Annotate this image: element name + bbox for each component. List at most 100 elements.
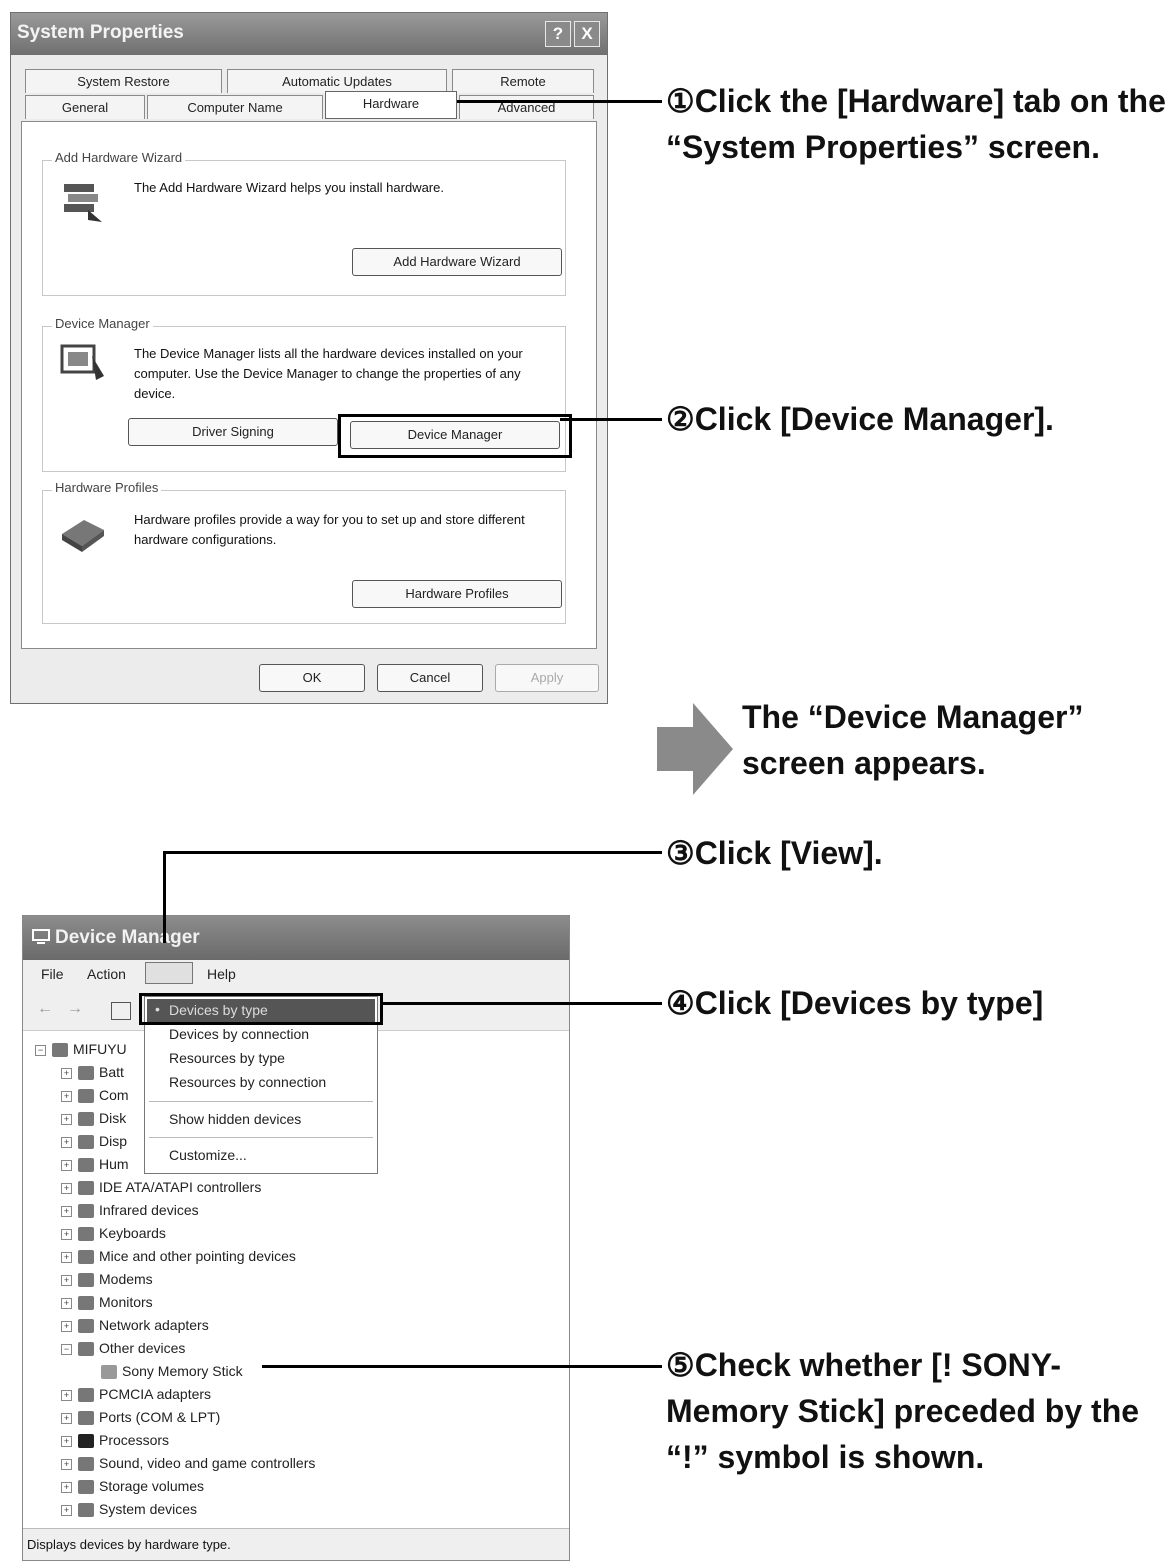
monitor-icon [78,1296,94,1311]
menu-bar [23,960,569,990]
tree-item-other-devices[interactable]: −Other devices [61,1337,315,1360]
question-device-icon [78,1342,94,1357]
tree-item[interactable]: +System devices [61,1498,315,1521]
callout-step1: ①Click the [Hardware] tab on the “System… [666,78,1176,170]
device-manager-group [42,326,566,472]
hardware-profiles-button[interactable]: Hardware Profiles [352,580,562,608]
callout-line-step4 [382,1002,662,1005]
hardware-tab-panel: Add Hardware Wizard The Add Hardware Wiz… [21,121,597,649]
tree-item[interactable]: +Storage volumes [61,1475,315,1498]
callout-step2: ②Click [Device Manager]. [666,401,1054,437]
status-bar: Displays devices by hardware type. [23,1528,569,1560]
view-menu: • Devices by type Devices by connection … [144,996,378,1174]
cancel-button[interactable]: Cancel [377,664,483,692]
infrared-icon [78,1204,94,1219]
device-manager-appears-text: The “Device Manager” screen appears. [742,699,1084,781]
view-menu-bullet-icon: • [155,1001,160,1017]
network-icon [78,1319,94,1334]
computer-icon [52,1043,68,1058]
port-icon [78,1411,94,1426]
add-hardware-description: The Add Hardware Wizard helps you instal… [134,180,444,195]
tree-item[interactable]: +Com [61,1084,315,1107]
forward-arrow-icon[interactable]: → [67,1000,83,1017]
tree-item[interactable]: +Hum [61,1153,315,1176]
help-button[interactable]: ? [545,21,571,47]
menu-customize[interactable]: Customize... [169,1147,247,1163]
menu-divider [149,1137,373,1138]
tab-advanced[interactable]: Advanced [459,95,594,119]
add-hardware-group [42,160,566,296]
callout-step4: ④Click [Devices by type] [666,985,1044,1021]
menu-devices-by-type[interactable]: Devices by type [169,1002,268,1018]
tree-item[interactable]: +Ports (COM & LPT) [61,1406,315,1429]
storage-icon [78,1480,94,1495]
ok-button[interactable]: OK [259,664,365,692]
sound-icon [78,1457,94,1472]
keyboard-icon [78,1227,94,1242]
tree-item[interactable]: +Infrared devices [61,1199,315,1222]
pcmcia-icon [78,1388,94,1403]
tree-item[interactable]: +Modems [61,1268,315,1291]
driver-signing-button[interactable]: Driver Signing [128,418,338,446]
menu-devices-by-connection[interactable]: Devices by connection [169,1026,310,1042]
callout-step3: ③Click [View]. [666,835,883,871]
tree-root[interactable]: −MIFUYU [35,1038,127,1061]
add-hardware-wizard-button[interactable]: Add Hardware Wizard [352,248,562,276]
tree-item[interactable]: +Batt [61,1061,315,1084]
hardware-profiles-description: Hardware profiles provide a way for you … [134,512,525,547]
computer-icon [32,929,50,944]
warning-device-icon [101,1365,117,1380]
tree-item[interactable]: +Disk [61,1107,315,1130]
device-manager-window: Device Manager File Action View Help ← →… [22,915,570,1561]
callout-line-step5 [262,1365,662,1368]
tree-item[interactable]: +Disp [61,1130,315,1153]
menu-resources-by-type[interactable]: Resources by type [169,1050,285,1066]
modem-icon [78,1273,94,1288]
properties-icon[interactable] [111,1002,131,1020]
title-bar: System Properties ? X [11,13,607,55]
hardware-profiles-icon [62,520,104,552]
window-title: Device Manager [55,927,200,948]
back-arrow-icon[interactable]: ← [37,1000,53,1017]
tree-item[interactable]: +Mice and other pointing devices [61,1245,315,1268]
tab-computer-name[interactable]: Computer Name [147,95,323,119]
tree-item[interactable]: +Keyboards [61,1222,315,1245]
apply-button[interactable]: Apply [495,664,599,692]
callout-line-step1 [430,100,662,103]
battery-icon [78,1066,94,1081]
tree-item[interactable]: +IDE ATA/ATAPI controllers [61,1176,315,1199]
tree-item[interactable]: +PCMCIA adapters [61,1383,315,1406]
window-title: System Properties [17,22,184,43]
mouse-icon [78,1250,94,1265]
menu-show-hidden-devices[interactable]: Show hidden devices [169,1111,302,1127]
tab-hardware[interactable]: Hardware [325,91,457,119]
callout-step1-text: ①Click the [Hardware] tab on the “System… [666,83,1166,165]
tree-item[interactable]: +Processors [61,1429,315,1452]
tab-automatic-updates[interactable]: Automatic Updates [227,69,447,93]
hid-icon [78,1158,94,1173]
menu-resources-by-connection[interactable]: Resources by connection [169,1074,327,1090]
tree-item[interactable]: +Network adapters [61,1314,315,1337]
tab-general[interactable]: General [25,95,145,119]
close-button[interactable]: X [574,21,600,47]
device-tree: −MIFUYU [35,1038,127,1061]
menu-divider [149,1101,373,1102]
callout-line-step3 [163,851,662,854]
tree-item[interactable]: +Sound, video and game controllers [61,1452,315,1475]
tab-system-restore[interactable]: System Restore [25,69,222,93]
add-hardware-icon [64,184,102,222]
tree-item-sony-memory-stick[interactable]: Sony Memory Stick [61,1360,315,1383]
menu-action[interactable]: Action [87,966,126,982]
callout-step5: ⑤Check whether [! SONY-Memory Stick] pre… [666,1347,1140,1475]
tree-item[interactable]: +Monitors [61,1291,315,1314]
menu-help[interactable]: Help [207,966,236,982]
system-properties-window: System Properties ? X System Restore Aut… [10,12,608,704]
tab-remote[interactable]: Remote [452,69,594,93]
display-icon [78,1135,94,1150]
processor-icon [78,1434,94,1449]
tree-partial-list: +Batt +Com +Disk +Disp +Hum +IDE ATA/ATA… [61,1061,315,1521]
menu-view[interactable]: View [145,962,194,984]
add-hardware-group-label: Add Hardware Wizard [52,150,186,165]
menu-file[interactable]: File [41,966,64,982]
device-manager-button[interactable]: Device Manager [350,421,560,449]
